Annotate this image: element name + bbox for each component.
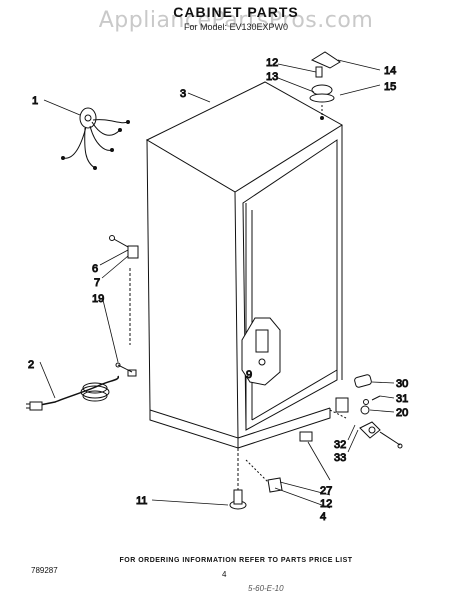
lower-hinge-parts bbox=[354, 374, 403, 449]
callout-14: 14 bbox=[384, 65, 396, 77]
callout-20: 20 bbox=[396, 407, 408, 419]
callout-15: 15 bbox=[384, 81, 396, 93]
callout-4: 4 bbox=[320, 511, 326, 523]
callout-27: 27 bbox=[320, 485, 332, 497]
callout-6: 6 bbox=[92, 263, 98, 275]
callout-31: 31 bbox=[396, 393, 408, 405]
callout-11: 11 bbox=[136, 495, 147, 507]
model-subtitle: For Model: EV130EXPW0 bbox=[183, 22, 289, 32]
callout-12-bottom: 12 bbox=[320, 498, 332, 510]
callout-13: 13 bbox=[266, 71, 278, 83]
callout-1: 1 bbox=[32, 95, 38, 107]
screw-clip-6-7 bbox=[109, 235, 139, 345]
power-cord bbox=[26, 375, 120, 411]
callout-33: 33 bbox=[334, 452, 346, 464]
page-title: CABINET PARTS bbox=[173, 4, 299, 20]
callout-12-top: 12 bbox=[266, 57, 278, 69]
callout-9: 9 bbox=[246, 369, 252, 381]
ordering-note: FOR ORDERING INFORMATION REFER TO PARTS … bbox=[119, 557, 353, 564]
callout-7: 7 bbox=[94, 277, 100, 289]
callout-19: 19 bbox=[92, 293, 104, 305]
inner-bracket bbox=[241, 317, 281, 386]
leveling-leg bbox=[229, 448, 247, 510]
leader-lines bbox=[39, 59, 395, 509]
front-roller bbox=[245, 459, 283, 493]
handwritten-note: 5-60-E-10 bbox=[248, 584, 284, 593]
watermark: AppliancePartsPros.com bbox=[98, 8, 374, 33]
cord-retainer-19 bbox=[115, 362, 137, 377]
bottom-bracket-parts bbox=[299, 397, 349, 442]
wiring-harness bbox=[61, 107, 130, 170]
top-hinge-assembly bbox=[309, 51, 341, 120]
callout-3: 3 bbox=[180, 88, 186, 100]
page-number: 4 bbox=[222, 570, 227, 579]
document-number: 789287 bbox=[31, 566, 58, 575]
cabinet-body bbox=[145, 81, 343, 449]
callout-32: 32 bbox=[334, 439, 346, 451]
callout-2: 2 bbox=[28, 359, 34, 371]
callout-30: 30 bbox=[396, 378, 408, 390]
